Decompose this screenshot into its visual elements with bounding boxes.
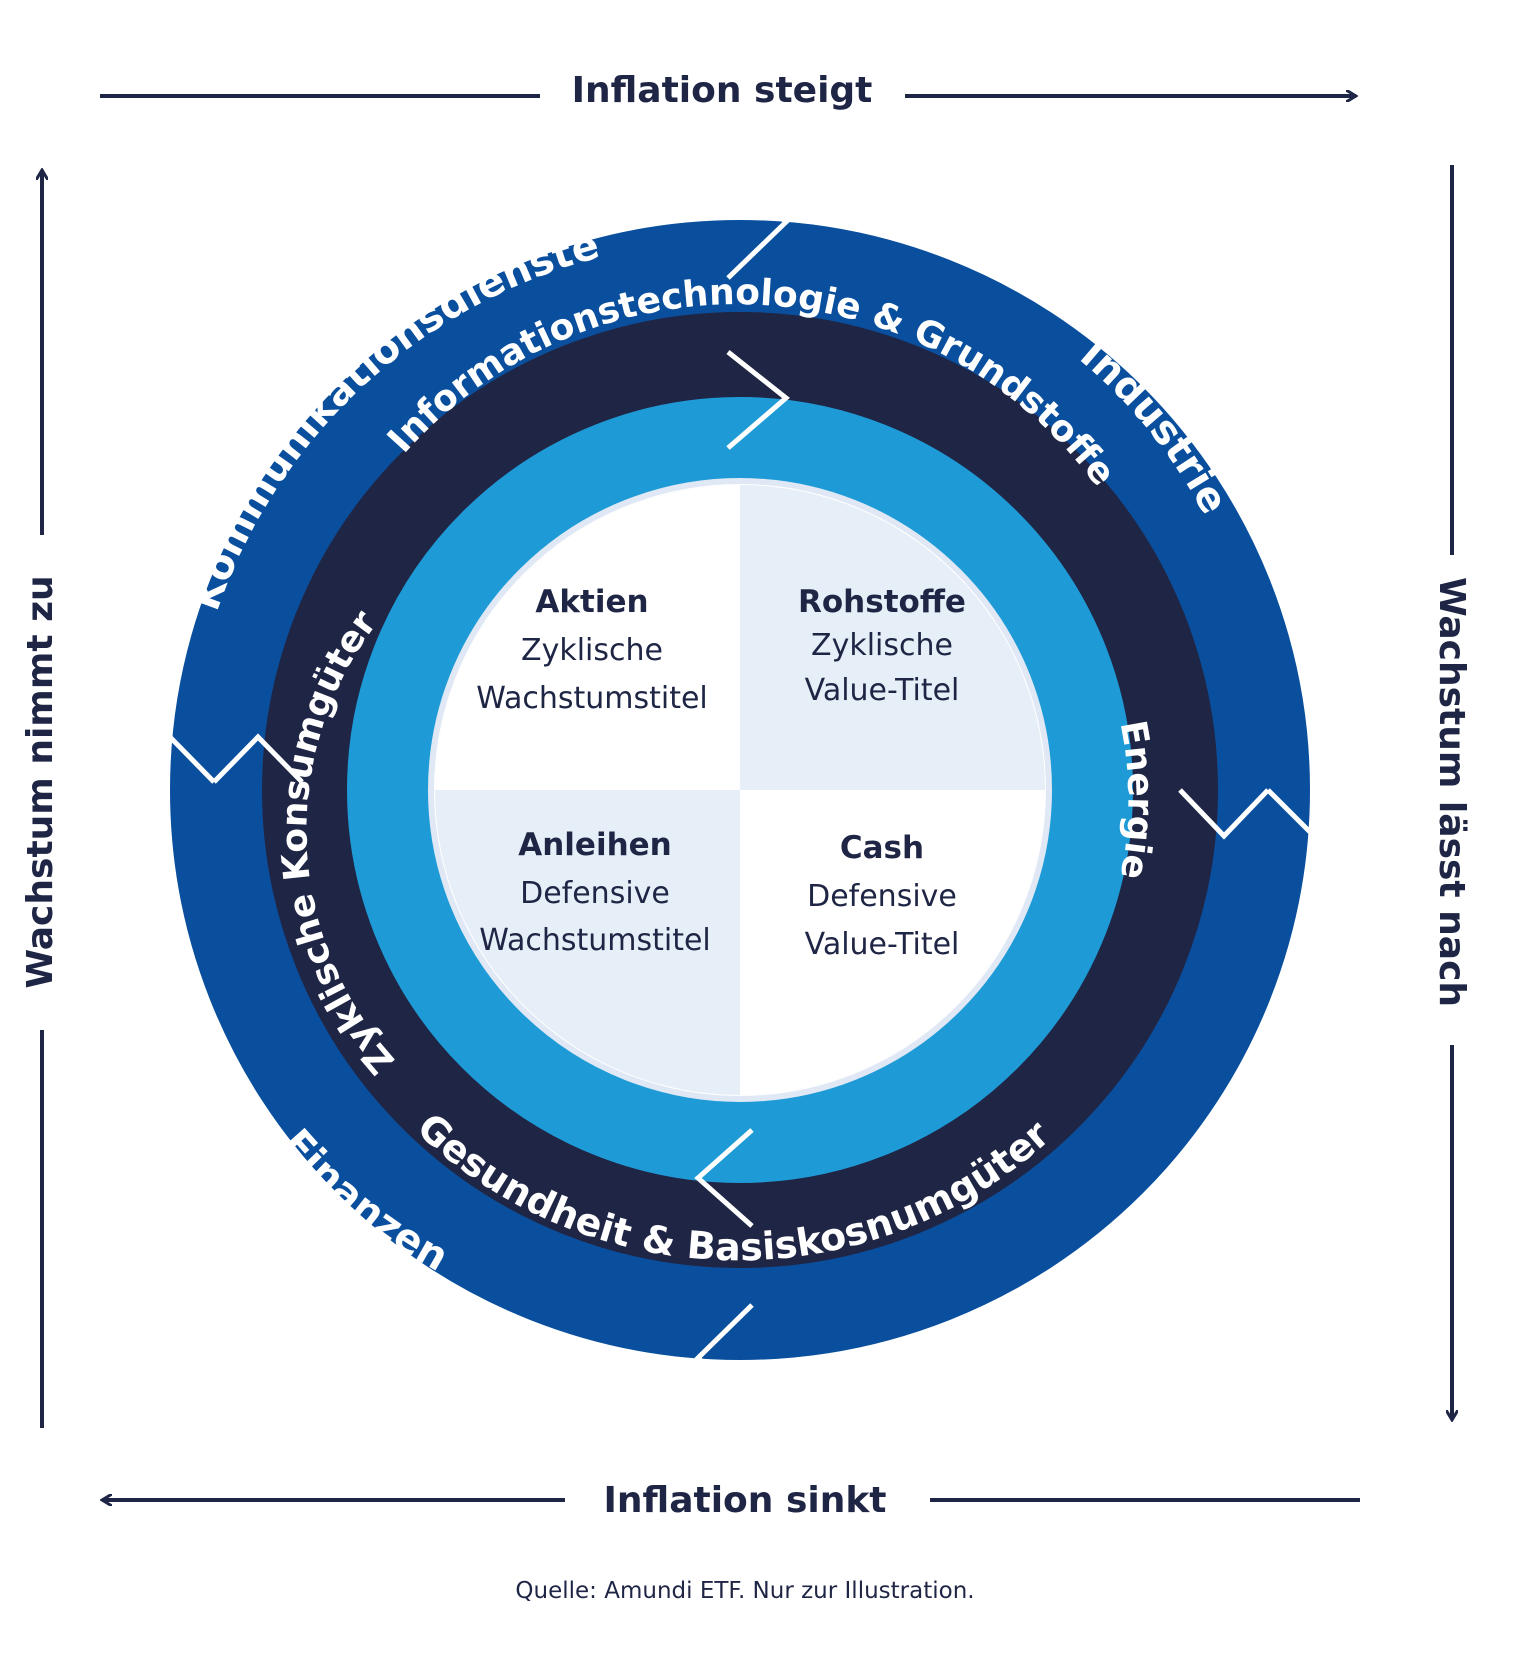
outer-ring-chevron-right — [1266, 788, 1362, 840]
left-axis-label: Wachstum nimmt zu — [20, 575, 61, 988]
quadrant-outline — [428, 478, 1052, 1102]
quadrant-top-left-title: Aktien — [535, 584, 648, 620]
quadrant-top-left-line1: Zyklische — [521, 633, 663, 668]
outer-ring-chevron-bottom — [694, 1303, 754, 1410]
source-note: Quelle: Amundi ETF. Nur zur Illustration… — [515, 1578, 974, 1604]
quadrant-top-right-line1: Zyklische — [811, 628, 953, 663]
quadrant-bottom-left-line1: Defensive — [520, 876, 670, 911]
middle-ring-chevron-right — [1178, 788, 1270, 840]
quadrant-bottom-left-title: Anleihen — [518, 827, 672, 863]
top-axis-label: Inflation steigt — [572, 70, 873, 111]
quadrant-bottom-left-line2: Wachstumstitel — [479, 923, 711, 958]
quadrant-top-left-line2: Wachstumstitel — [476, 681, 708, 716]
middle-ring-chevron-left — [212, 733, 304, 784]
inner-ring-chevron-bottom — [694, 1128, 754, 1228]
outer-ring-chevron-left — [123, 733, 216, 784]
quadrant-top-right-title: Rohstoffe — [798, 584, 966, 620]
inner-ring-chevron-top — [726, 350, 790, 450]
quadrant-bottom-right-line1: Defensive — [807, 879, 957, 914]
quadrant-bottom-right — [740, 790, 1045, 1095]
quadrant-bottom-right-line2: Value-Titel — [805, 927, 960, 962]
outer-ring-chevron-top — [726, 171, 790, 280]
outer-ring — [170, 220, 1310, 1360]
bottom-axis-label: Inflation sinkt — [604, 1480, 887, 1521]
quadrant-bottom-right-title: Cash — [840, 830, 924, 866]
quadrant-top-left — [435, 485, 740, 790]
right-axis-label: Wachstum lässt nach — [1431, 577, 1472, 1007]
quadrant-top-right-line2: Value-Titel — [805, 673, 960, 708]
ring-label-energie: Energie — [1112, 717, 1161, 882]
